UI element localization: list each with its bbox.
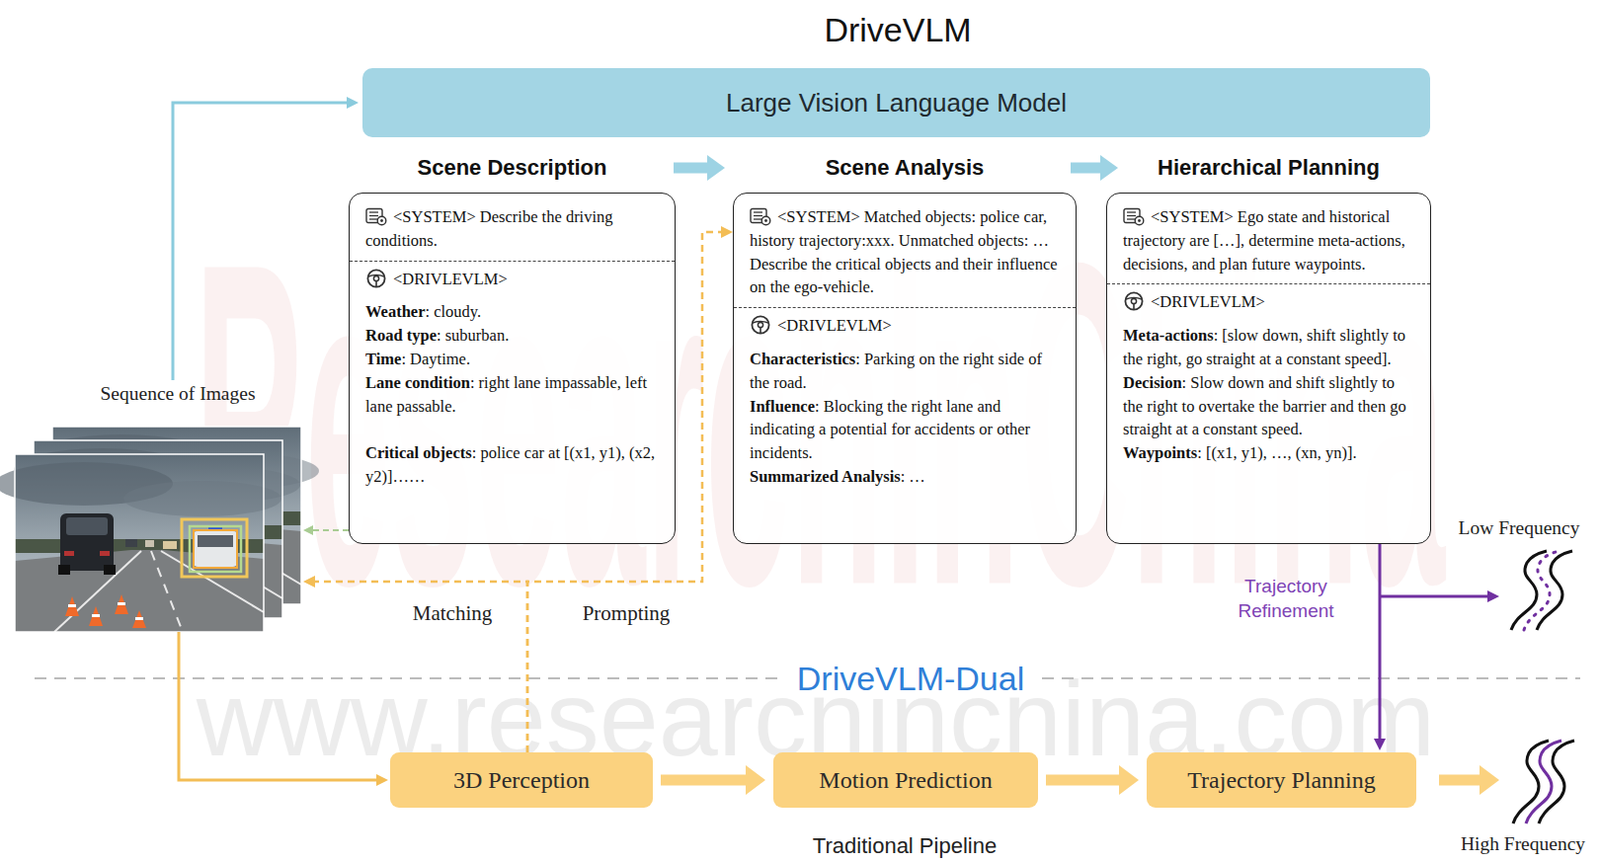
panel-row: Meta-actions: [slow down, shift slightly… xyxy=(1122,323,1418,372)
field-label: Summarized Analysis xyxy=(749,467,901,486)
field-label: Waypoints xyxy=(1122,443,1198,463)
edge-label: Prompting xyxy=(582,601,671,627)
model-banner: Large Vision Language Model xyxy=(362,68,1431,138)
panel-row: Critical objects: police car at [(x1, y1… xyxy=(365,441,662,489)
connector xyxy=(313,529,349,532)
panel-row xyxy=(349,260,675,262)
connector xyxy=(178,632,377,781)
road-icon xyxy=(1511,551,1573,631)
panel-row: Weather: cloudy. xyxy=(365,300,662,324)
panel-row: Lane condition: right lane impassable, l… xyxy=(365,371,662,419)
panel-row xyxy=(1107,283,1431,285)
field-label: Decision xyxy=(1122,373,1183,393)
cone-figures xyxy=(65,594,147,629)
field-label: Time xyxy=(365,349,401,369)
panel-row: <SYSTEM> Matched objects: police car, hi… xyxy=(749,205,1063,300)
panel-body: <SYSTEM> Ego state and historical trajec… xyxy=(1107,193,1431,476)
field-label: Lane condition xyxy=(365,373,471,393)
panel-frame: <SYSTEM> Describe the driving conditions… xyxy=(348,192,676,545)
panel-row: <SYSTEM> Describe the driving conditions… xyxy=(365,205,662,253)
image-stack xyxy=(0,426,320,633)
high-frequency-arrow xyxy=(1439,780,1480,782)
node-text: 3D Perception xyxy=(453,767,590,795)
panel-row: <SYSTEM> Ego state and historical trajec… xyxy=(1122,205,1418,276)
field-value: : suburban. xyxy=(436,325,509,345)
model-tag: <DRIVLEVLM> xyxy=(393,269,508,289)
panel-body: <SYSTEM> Matched objects: police car, hi… xyxy=(733,193,1076,499)
field-label: Weather xyxy=(365,302,425,321)
panel-row: <DRIVLEVLM> xyxy=(365,267,662,292)
panel-heading: Hierarchical Planning xyxy=(1106,150,1432,193)
panel-row xyxy=(365,417,662,442)
panel-row xyxy=(733,307,1076,309)
panel-frame: <SYSTEM> Ego state and historical trajec… xyxy=(1106,192,1432,545)
panel-row: Waypoints: [(x1, y1), …, (xn, yn)]. xyxy=(1122,441,1418,466)
field-label: Meta-actions xyxy=(1122,325,1214,345)
field-label: Critical objects xyxy=(365,443,473,463)
road-icon xyxy=(1513,740,1575,824)
model-tag: <DRIVLEVLM> xyxy=(1150,292,1266,312)
system-prompt: <SYSTEM> Ego state and historical trajec… xyxy=(1122,207,1406,274)
panel-row: Influence: Blocking the right lane and i… xyxy=(749,395,1063,466)
panel-row: <DRIVLEVLM> xyxy=(749,314,1063,338)
node-text: Trajectory Planning xyxy=(1187,767,1375,795)
connector xyxy=(1045,775,1120,787)
connector xyxy=(1070,162,1101,174)
connector xyxy=(660,775,746,787)
prompt-icon xyxy=(365,207,388,227)
field-label: Characteristics xyxy=(749,349,856,369)
prompt-panel: Hierarchical Planning <SYSTEM> Ego state … xyxy=(1106,150,1432,545)
section-label: DriveVLM-Dual xyxy=(785,659,1038,699)
system-prompt: <SYSTEM> Describe the driving conditions… xyxy=(365,207,614,250)
node-text: Sequence of Images xyxy=(14,380,302,408)
panel-heading: Scene Description xyxy=(348,150,676,193)
panel-heading: Scene Analysis xyxy=(732,150,1077,193)
model-icon xyxy=(1122,291,1145,312)
panel-frame: <SYSTEM> Matched objects: police car, hi… xyxy=(732,192,1077,545)
panel-row: Road type: suburban. xyxy=(365,323,662,348)
edge-label: Trajectory Refinement xyxy=(1226,573,1346,624)
image-frame xyxy=(0,454,282,633)
model-tag: <DRIVLEVLM> xyxy=(777,316,892,335)
connector xyxy=(673,162,708,174)
panel-body: <SYSTEM> Describe the driving conditions… xyxy=(349,193,675,499)
panel-row: Decision: Slow down and shift slightly t… xyxy=(1122,371,1418,442)
low-frequency-branch xyxy=(1379,596,1488,598)
field-value: : [(x1, y1), …, (xn, yn)]. xyxy=(1197,443,1357,463)
police-car-figure xyxy=(181,519,247,577)
field-value: : cloudy. xyxy=(424,302,481,321)
prompt-icon xyxy=(749,207,772,227)
node-text: Motion Prediction xyxy=(818,767,992,795)
field-value: : Daytime. xyxy=(400,349,471,369)
system-prompt: <SYSTEM> Matched objects: police car, hi… xyxy=(749,207,1058,297)
field-value: : … xyxy=(900,467,926,486)
pipeline-stage: 3D Perception xyxy=(390,752,653,808)
prompt-panel: Scene Description <SYSTEM> Describe the d… xyxy=(348,150,676,545)
car-figure xyxy=(58,513,116,575)
node-text: Large Vision Language Model xyxy=(725,87,1067,119)
frequency-label: High Frequency xyxy=(1460,833,1586,856)
frequency-label: Low Frequency xyxy=(1458,517,1581,540)
field-label: Road type xyxy=(365,325,437,345)
panel-row: <DRIVLEVLM> xyxy=(1122,290,1418,315)
edge-label: Matching xyxy=(412,601,492,627)
diagram-title: DriveVLM xyxy=(823,10,971,50)
model-icon xyxy=(749,315,772,335)
panel-row: Time: Daytime. xyxy=(365,347,662,372)
connector xyxy=(1378,544,1382,739)
panel-row: Characteristics: Parking on the right si… xyxy=(749,347,1063,396)
image-sequence: Sequence of Images xyxy=(14,380,302,633)
pipeline-stage: Motion Prediction xyxy=(773,752,1039,808)
prompt-icon xyxy=(1122,207,1145,227)
prompt-panel: Scene Analysis <SYSTEM> Matched objects: … xyxy=(732,150,1077,545)
model-icon xyxy=(365,268,388,289)
field-label: Influence xyxy=(749,397,815,416)
section-label: Traditional Pipeline xyxy=(812,833,997,860)
pipeline-stage: Trajectory Planning xyxy=(1146,752,1417,808)
connector xyxy=(315,581,528,753)
panel-row: Summarized Analysis: … xyxy=(749,465,1063,489)
connector xyxy=(172,102,347,381)
